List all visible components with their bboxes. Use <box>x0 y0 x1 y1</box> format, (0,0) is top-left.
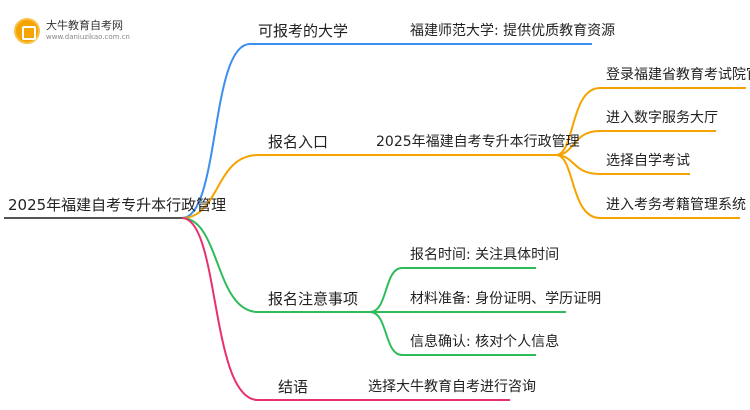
leaf-note-2[interactable]: 材料准备: 身份证明、学历证明 <box>410 291 602 307</box>
logo-badge-icon <box>14 18 40 44</box>
connector-notes <box>181 217 259 313</box>
connector-universities <box>181 43 251 219</box>
logo-url: www.daniuzikao.com.cn <box>46 33 130 41</box>
connector-step-2 <box>555 130 601 156</box>
branch-entry[interactable]: 报名入口 <box>268 133 329 151</box>
branch-conclusion[interactable]: 结语 <box>278 378 309 396</box>
connector-entry <box>181 154 259 219</box>
connector-step-4 <box>555 154 601 219</box>
connector-note-1 <box>369 267 403 313</box>
leaf-note-1[interactable]: 报名时间: 关注具体时间 <box>410 247 560 263</box>
site-logo[interactable]: 大牛教育自考网 www.daniuzikao.com.cn <box>14 14 164 46</box>
leaf-entry-sub[interactable]: 2025年福建自考专升本行政管理 <box>376 134 580 150</box>
connector-note-3 <box>369 311 403 356</box>
branch-universities[interactable]: 可报考的大学 <box>258 22 349 40</box>
leaf-conclusion[interactable]: 选择大牛教育自考进行咨询 <box>368 379 536 395</box>
leaf-university[interactable]: 福建师范大学: 提供优质教育资源 <box>410 23 616 39</box>
leaf-step-1[interactable]: 登录福建省教育考试院官网 <box>606 67 750 83</box>
leaf-step-3[interactable]: 选择自学考试 <box>606 153 690 169</box>
leaf-step-4[interactable]: 进入考务考籍管理系统 <box>606 197 746 213</box>
logo-title: 大牛教育自考网 <box>46 19 123 32</box>
leaf-step-2[interactable]: 进入数字服务大厅 <box>606 110 718 126</box>
leaf-note-3[interactable]: 信息确认: 核对个人信息 <box>410 334 560 350</box>
branch-notes[interactable]: 报名注意事项 <box>268 290 359 308</box>
root-topic[interactable]: 2025年福建自考专升本行政管理 <box>8 196 227 214</box>
connector-conclusion <box>181 217 259 401</box>
book-icon <box>22 26 36 40</box>
connector-step-1 <box>555 87 601 156</box>
